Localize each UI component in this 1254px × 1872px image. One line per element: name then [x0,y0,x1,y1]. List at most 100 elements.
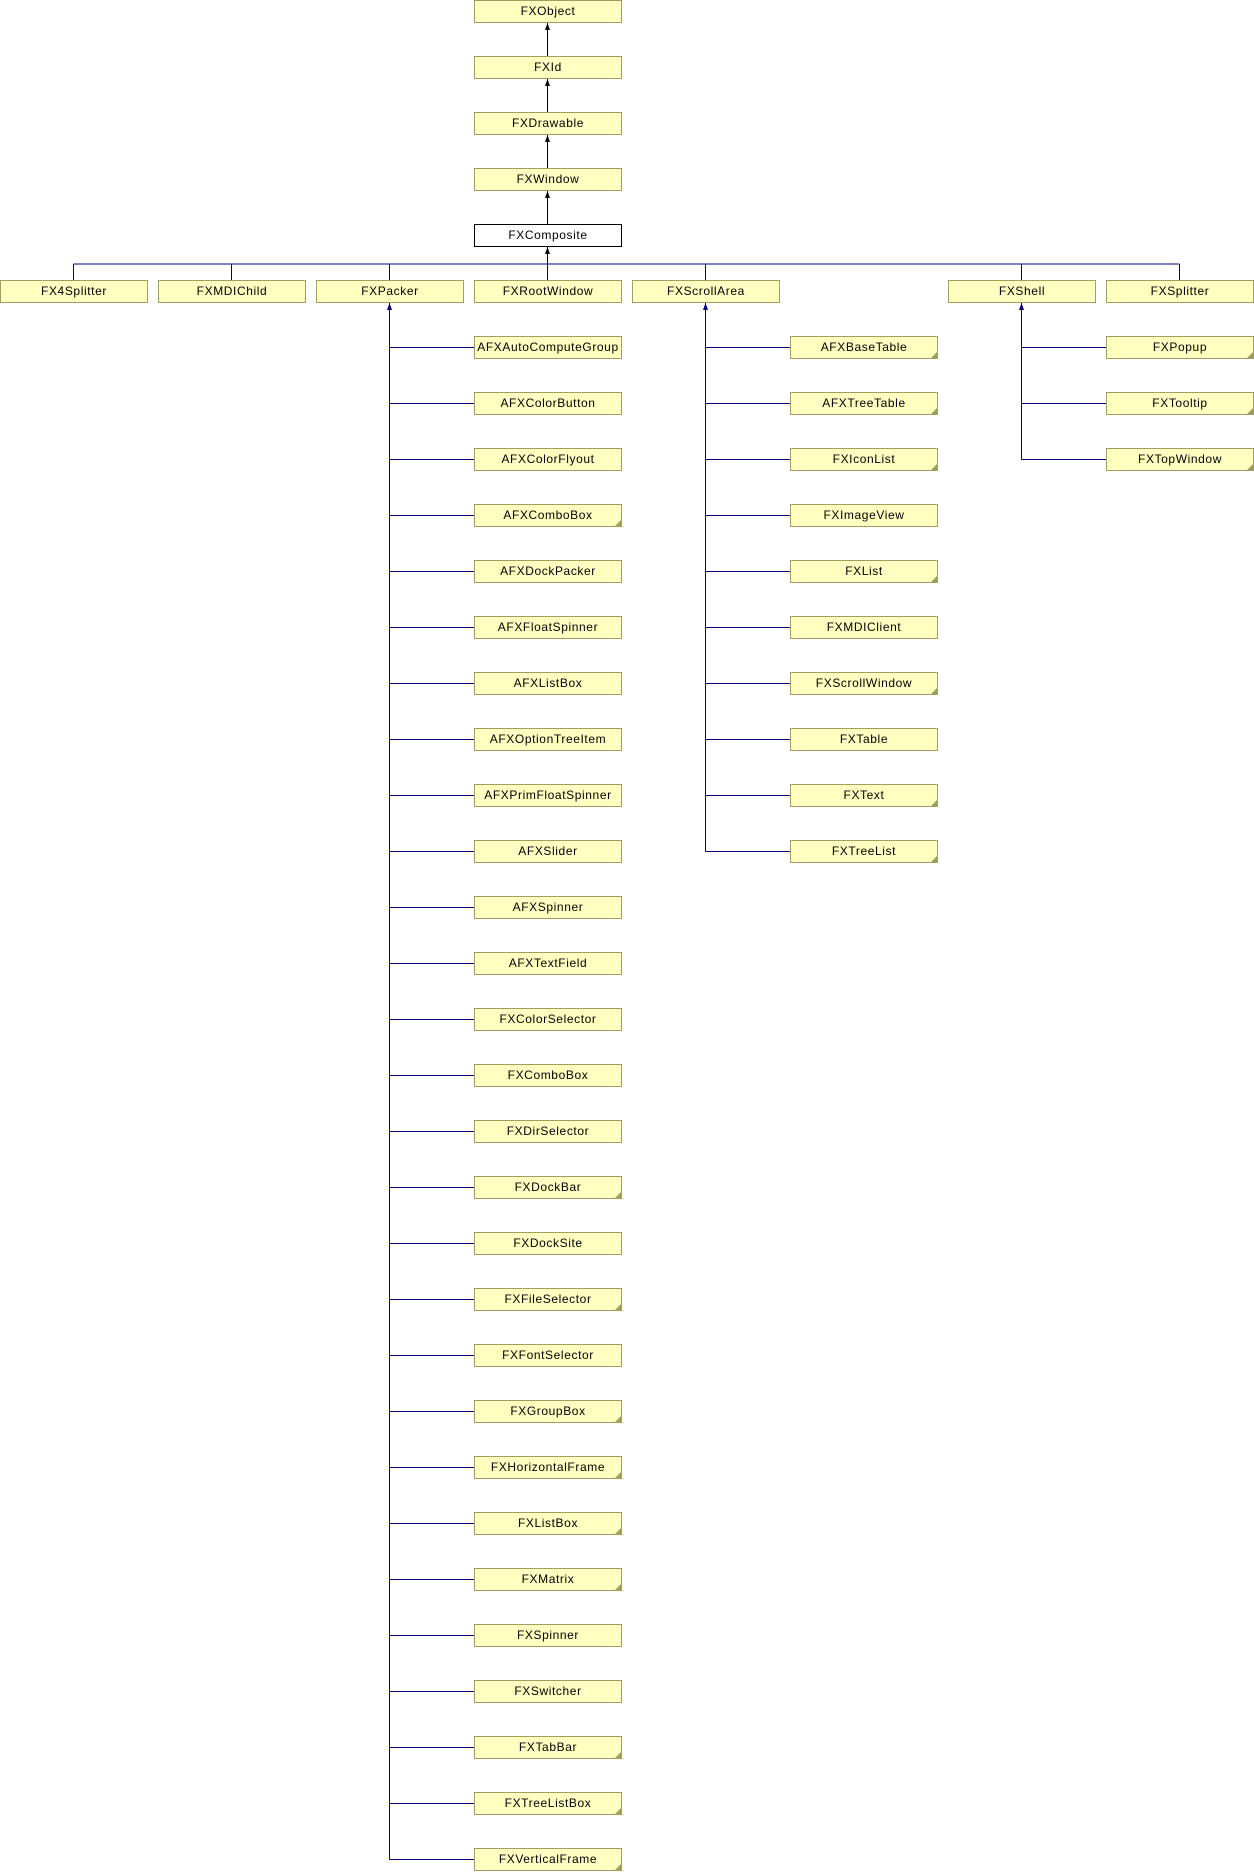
class-node-afxoptiontreeitem[interactable]: AFXOptionTreeItem [474,728,622,751]
class-label: FXPacker [361,284,419,298]
class-node-fxsplitter[interactable]: FXSplitter [1106,280,1254,303]
class-node-fxrootwindow[interactable]: FXRootWindow [474,280,622,303]
arrowhead-icon [703,303,708,310]
class-node-afxslider[interactable]: AFXSlider [474,840,622,863]
class-label: FXMDIClient [826,620,902,634]
class-node-fxlist[interactable]: FXList [790,560,938,583]
class-label: FXTooltip [1152,396,1208,410]
class-node-afxtextfield[interactable]: AFXTextField [474,952,622,975]
class-node-fxtext[interactable]: FXText [790,784,938,807]
class-node-fxiconlist[interactable]: FXIconList [790,448,938,471]
class-node-afxdockpacker[interactable]: AFXDockPacker [474,560,622,583]
class-label: AFXOptionTreeItem [489,732,607,746]
class-label: AFXTextField [508,956,588,970]
class-node-fxhorizontalframe[interactable]: FXHorizontalFrame [474,1456,622,1479]
class-node-afxcolorbutton[interactable]: AFXColorButton [474,392,622,415]
fold-corner-icon [615,1528,621,1534]
class-node-fxtabbar[interactable]: FXTabBar [474,1736,622,1759]
class-label: AFXListBox [513,676,583,690]
fold-corner-icon [931,352,937,358]
class-node-afxfloatspinner[interactable]: AFXFloatSpinner [474,616,622,639]
fold-corner-icon [931,856,937,862]
class-node-fxshell[interactable]: FXShell [948,280,1096,303]
fold-corner-icon [931,800,937,806]
class-label: FXSplitter [1150,284,1210,298]
class-node-fxtopwindow[interactable]: FXTopWindow [1106,448,1254,471]
class-node-afxspinner[interactable]: AFXSpinner [474,896,622,919]
class-node-fxpacker[interactable]: FXPacker [316,280,464,303]
class-node-fxwindow[interactable]: FXWindow [474,168,622,191]
fold-corner-icon [615,1472,621,1478]
fold-corner-icon [1247,464,1253,470]
class-node-fxverticalframe[interactable]: FXVerticalFrame [474,1848,622,1871]
class-node-fxmdichild[interactable]: FXMDIChild [158,280,306,303]
class-label: FXObject [520,4,576,18]
class-node-afxbasetable[interactable]: AFXBaseTable [790,336,938,359]
class-label: FXImageView [823,508,905,522]
class-node-fxdirselector[interactable]: FXDirSelector [474,1120,622,1143]
class-node-fxtreelistbox[interactable]: FXTreeListBox [474,1792,622,1815]
class-node-afxlistbox[interactable]: AFXListBox [474,672,622,695]
class-node-fxtable[interactable]: FXTable [790,728,938,751]
class-node-fxobject[interactable]: FXObject [474,0,622,23]
class-node-fxtreelist[interactable]: FXTreeList [790,840,938,863]
class-label: AFXFloatSpinner [497,620,599,634]
class-label: FXTreeList [831,844,897,858]
class-node-fxcolorselector[interactable]: FXColorSelector [474,1008,622,1031]
fold-corner-icon [615,1584,621,1590]
class-node-fxswitcher[interactable]: FXSwitcher [474,1680,622,1703]
class-node-fxscrollwindow[interactable]: FXScrollWindow [790,672,938,695]
class-node-fxpopup[interactable]: FXPopup [1106,336,1254,359]
class-node-fxmdiclient[interactable]: FXMDIClient [790,616,938,639]
class-label: FXSwitcher [514,1684,582,1698]
class-node-fxlistbox[interactable]: FXListBox [474,1512,622,1535]
class-node-fxscrollarea[interactable]: FXScrollArea [632,280,780,303]
arrowhead-icon [1019,303,1024,310]
arrowhead-icon [545,191,550,198]
class-node-fximageview[interactable]: FXImageView [790,504,938,527]
fold-corner-icon [615,1192,621,1198]
fold-corner-icon [931,576,937,582]
class-node-current[interactable]: FXComposite [474,224,622,247]
class-node-fxdocksite[interactable]: FXDockSite [474,1232,622,1255]
class-label: FXComboBox [507,1068,589,1082]
class-label: FXText [843,788,885,802]
class-label: AFXSpinner [512,900,584,914]
class-node-afxautocomputegroup[interactable]: AFXAutoComputeGroup [474,336,622,359]
class-label: FXWindow [516,172,580,186]
fold-corner-icon [931,464,937,470]
class-label: AFXTreeTable [822,396,906,410]
class-label: FXRootWindow [502,284,594,298]
class-label: AFXDockPacker [500,564,596,578]
class-label: FXPopup [1152,340,1208,354]
class-node-fxfileselector[interactable]: FXFileSelector [474,1288,622,1311]
class-node-fx4splitter[interactable]: FX4Splitter [0,280,148,303]
class-label: FXFontSelector [502,1348,594,1362]
class-node-fxcombobox[interactable]: FXComboBox [474,1064,622,1087]
class-label: FXScrollArea [667,284,745,298]
fold-corner-icon [615,1808,621,1814]
class-label: AFXColorButton [500,396,596,410]
class-node-fxspinner[interactable]: FXSpinner [474,1624,622,1647]
class-label: FXShell [998,284,1046,298]
class-node-fxtooltip[interactable]: FXTooltip [1106,392,1254,415]
class-label: FXTopWindow [1138,452,1222,466]
class-label: FXColorSelector [499,1012,597,1026]
fold-corner-icon [931,408,937,414]
fold-corner-icon [931,688,937,694]
class-node-afxtreetable[interactable]: AFXTreeTable [790,392,938,415]
class-node-afxcombobox[interactable]: AFXComboBox [474,504,622,527]
class-node-fxdockbar[interactable]: FXDockBar [474,1176,622,1199]
class-label: FXHorizontalFrame [490,1460,606,1474]
class-node-fxdrawable[interactable]: FXDrawable [474,112,622,135]
class-node-fxmatrix[interactable]: FXMatrix [474,1568,622,1591]
class-node-afxcolorflyout[interactable]: AFXColorFlyout [474,448,622,471]
class-node-afxprimfloatspinner[interactable]: AFXPrimFloatSpinner [474,784,622,807]
class-label: FXTreeListBox [504,1796,592,1810]
class-node-fxfontselector[interactable]: FXFontSelector [474,1344,622,1367]
class-label: FXTable [839,732,889,746]
class-node-fxgroupbox[interactable]: FXGroupBox [474,1400,622,1423]
class-label: FX4Splitter [41,284,107,298]
class-node-fxid[interactable]: FXId [474,56,622,79]
